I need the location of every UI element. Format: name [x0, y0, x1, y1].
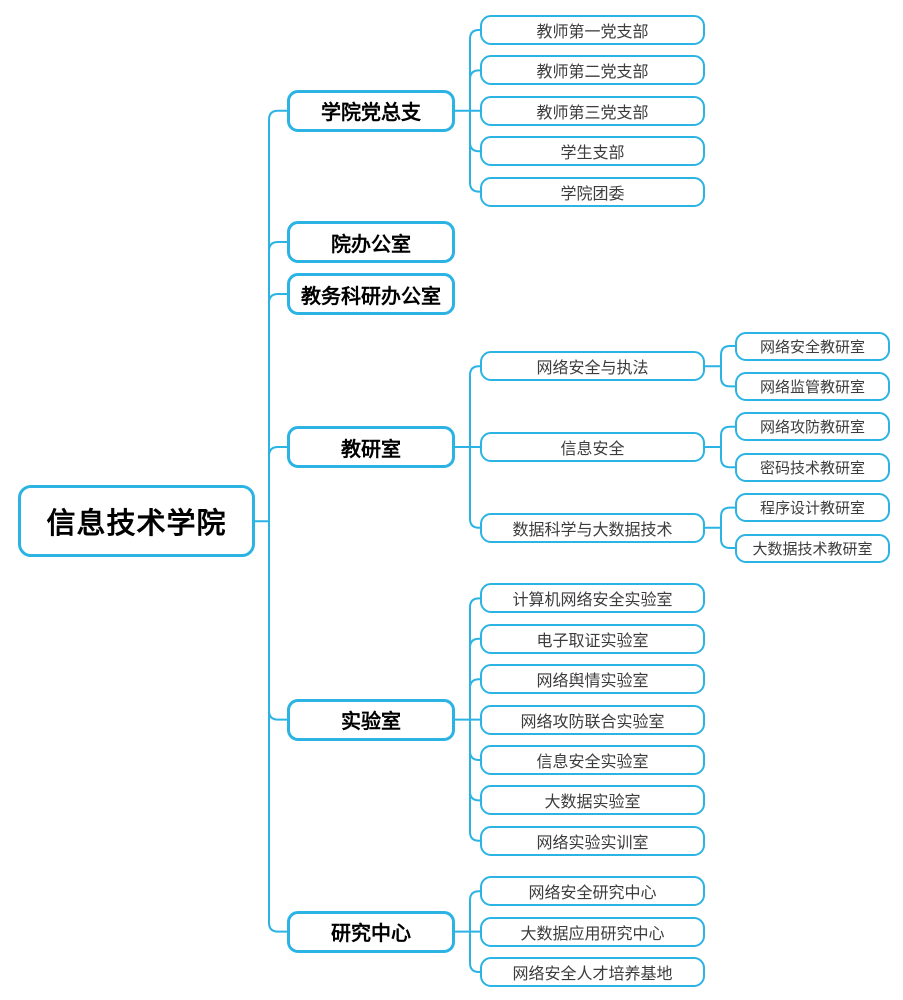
org-node-label: 信息安全实验室 — [536, 754, 649, 771]
org-node-sub[interactable]: 大数据实验室 — [480, 785, 705, 816]
org-node-label: 大数据实验室 — [544, 794, 641, 812]
org-node-sub[interactable]: 数据科学与大数据技术 — [480, 512, 705, 543]
org-node-branch[interactable]: 教务科研办公室 — [287, 273, 455, 315]
org-node-label: 教务科研办公室 — [301, 285, 441, 308]
org-node-leaf[interactable]: 程序设计教研室 — [735, 493, 890, 523]
org-node-sub[interactable]: 电子取证实验室 — [480, 623, 705, 654]
org-node-sub[interactable]: 信息安全实验室 — [480, 745, 705, 775]
org-node-label: 大数据技术教研室 — [752, 540, 873, 558]
org-node-leaf[interactable]: 网络安全教研室 — [735, 331, 890, 361]
connector-path — [254, 109, 288, 933]
org-node-sub[interactable]: 网络安全与执法 — [480, 351, 705, 382]
org-node-sub[interactable]: 教师第三党支部 — [480, 95, 705, 126]
org-node-label: 网络实验实训室 — [536, 834, 649, 852]
org-node-sub[interactable]: 信息安全 — [480, 432, 705, 462]
org-node-label: 学院党总支 — [321, 102, 421, 125]
org-node-label: 教师第三党支部 — [536, 104, 649, 122]
org-node-sub[interactable]: 网络攻防联合实验室 — [480, 704, 705, 735]
org-node-label: 密码技术教研室 — [759, 459, 865, 477]
org-node-label: 网络监管教研室 — [759, 378, 865, 396]
org-node-sub[interactable]: 网络实验实训室 — [480, 825, 705, 856]
connector-path — [704, 345, 736, 388]
org-node-label: 大数据应用研究中心 — [520, 925, 665, 943]
org-node-sub[interactable]: 教师第一党支部 — [480, 15, 705, 45]
connector-path — [454, 365, 481, 529]
org-node-label: 信息安全 — [560, 441, 625, 458]
org-node-label: 网络安全教研室 — [759, 338, 865, 356]
org-node-branch[interactable]: 教研室 — [287, 426, 455, 468]
org-node-sub[interactable]: 计算机网络安全实验室 — [480, 583, 705, 614]
org-node-leaf[interactable]: 网络攻防教研室 — [735, 412, 890, 442]
org-node-label: 网络舆情实验室 — [536, 673, 649, 691]
org-node-label: 网络攻防教研室 — [759, 419, 865, 437]
org-node-sub[interactable]: 网络安全研究中心 — [480, 876, 705, 907]
org-node-label: 教师第一党支部 — [536, 24, 649, 41]
org-node-label: 院办公室 — [331, 233, 411, 256]
org-node-branch[interactable]: 学院党总支 — [287, 89, 455, 132]
connector-path — [704, 506, 736, 549]
org-node-branch[interactable]: 实验室 — [287, 698, 455, 741]
org-node-label: 实验室 — [341, 711, 401, 734]
org-node-root[interactable]: 信息技术学院 — [18, 485, 255, 558]
org-node-label: 计算机网络安全实验室 — [512, 592, 673, 610]
org-node-leaf[interactable]: 大数据技术教研室 — [735, 533, 890, 563]
org-node-label: 网络攻防联合实验室 — [520, 713, 665, 731]
org-node-leaf[interactable]: 网络监管教研室 — [735, 371, 890, 401]
org-node-label: 学院团委 — [560, 185, 625, 203]
org-node-label: 研究中心 — [331, 923, 411, 946]
org-node-label: 网络安全人才培养基地 — [512, 966, 673, 983]
org-node-sub[interactable]: 网络舆情实验室 — [480, 664, 705, 695]
org-node-sub[interactable]: 学院团委 — [480, 176, 705, 207]
org-node-sub[interactable]: 学生支部 — [480, 136, 705, 167]
org-node-label: 网络安全研究中心 — [528, 885, 657, 903]
org-node-label: 教研室 — [341, 438, 401, 461]
org-node-label: 电子取证实验室 — [536, 632, 649, 650]
org-node-label: 教师第二党支部 — [536, 64, 649, 82]
org-node-branch[interactable]: 研究中心 — [287, 910, 455, 953]
org-node-label: 网络安全与执法 — [536, 360, 649, 378]
org-node-label: 数据科学与大数据技术 — [512, 521, 673, 539]
org-node-label: 学生支部 — [560, 145, 625, 163]
org-node-sub[interactable]: 网络安全人才培养基地 — [480, 957, 705, 987]
org-node-sub[interactable]: 教师第二党支部 — [480, 55, 705, 86]
connector-path — [454, 597, 481, 842]
connector-path — [454, 29, 481, 193]
connector-path — [454, 890, 481, 973]
org-node-label: 程序设计教研室 — [759, 500, 865, 518]
org-node-branch[interactable]: 院办公室 — [287, 221, 455, 263]
org-node-sub[interactable]: 大数据应用研究中心 — [480, 916, 705, 947]
org-node-leaf[interactable]: 密码技术教研室 — [735, 452, 890, 482]
connector-path — [704, 425, 736, 469]
org-node-label: 信息技术学院 — [46, 508, 227, 541]
